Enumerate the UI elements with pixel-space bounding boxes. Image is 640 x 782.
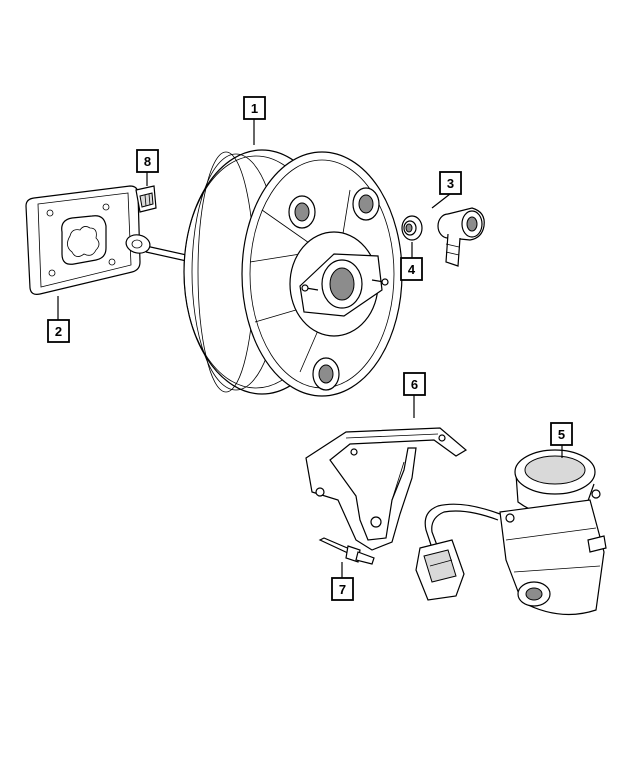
grommet-part[interactable] (401, 215, 423, 241)
callout-label: 1 (251, 101, 258, 116)
callout-label: 5 (558, 427, 565, 442)
callout-5[interactable]: 5 (550, 422, 573, 446)
callout-label: 8 (144, 154, 151, 169)
bracket-part[interactable] (305, 427, 468, 551)
check-valve-part[interactable] (437, 207, 485, 267)
brake-booster-part[interactable] (124, 149, 403, 397)
callout-label: 7 (339, 582, 346, 597)
callout-8[interactable]: 8 (136, 149, 159, 173)
callout-3[interactable]: 3 (439, 171, 462, 195)
callout-label: 2 (55, 324, 62, 339)
callout-6[interactable]: 6 (403, 372, 426, 396)
callout-label: 3 (447, 176, 454, 191)
vacuum-pump-part[interactable] (415, 449, 607, 616)
clip-part[interactable] (135, 185, 157, 213)
callout-1[interactable]: 1 (243, 96, 266, 120)
callout-4[interactable]: 4 (400, 257, 423, 281)
callout-7[interactable]: 7 (331, 577, 354, 601)
callout-label: 6 (411, 377, 418, 392)
callout-2[interactable]: 2 (47, 319, 70, 343)
gasket-part[interactable] (25, 185, 141, 295)
stud-part[interactable] (318, 537, 375, 565)
leader-lines (57, 119, 563, 578)
callout-label: 4 (408, 262, 416, 277)
